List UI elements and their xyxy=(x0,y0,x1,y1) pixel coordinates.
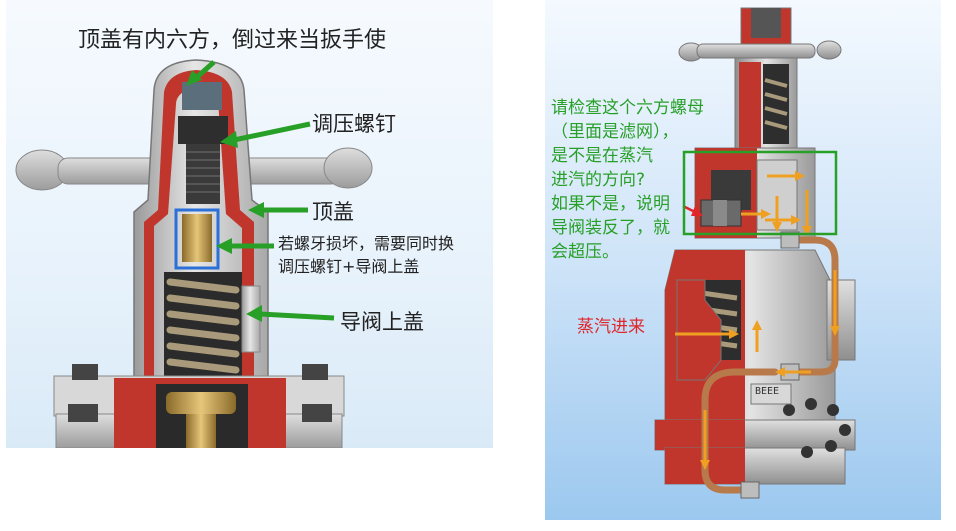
highlight-box-green xyxy=(682,150,838,236)
note-line-3: 是不是在蒸汽 xyxy=(551,146,653,166)
note-line-2: （里面是滤网）， xyxy=(551,122,679,142)
note-line-1: 请检查这个六方螺母 xyxy=(551,98,704,118)
highlight-box-blue xyxy=(174,208,220,270)
nameplate-plate xyxy=(750,383,792,405)
label-pilot-cover: 导阀上盖 xyxy=(340,310,424,334)
adjust-screw-head xyxy=(178,116,228,144)
brass-seat xyxy=(166,392,236,414)
outlet-flange xyxy=(826,279,856,361)
flange-bolts xyxy=(68,364,332,422)
label-thread-note-line1: 若螺牙损坏，需要同时换 xyxy=(278,234,455,253)
cutaway-red-wall xyxy=(144,70,254,380)
inlet-flange xyxy=(676,279,722,381)
label-steam-inlet: 蒸汽进来 xyxy=(577,317,645,337)
inspection-note: 请检查这个六方螺母 （里面是滤网）， 是不是在蒸汽 进汽的方向? 如果不是，说明… xyxy=(551,96,704,264)
valve-full-cutaway xyxy=(654,7,856,499)
brass-thread-nut xyxy=(182,214,212,262)
flow-arrows xyxy=(675,171,840,470)
note-line-4: 进汽的方向? xyxy=(551,170,646,190)
green-arrows xyxy=(186,60,335,322)
label-adjust-screw: 调压螺钉 xyxy=(312,112,396,136)
spring xyxy=(166,278,240,374)
note-line-5: 如果不是，说明 xyxy=(551,194,670,214)
label-thread-note-line2: 调压螺钉+导阀上盖 xyxy=(278,257,420,276)
right-photo-panel: 请检查这个六方螺母 （里面是滤网）， 是不是在蒸汽 进汽的方向? 如果不是，说明… xyxy=(545,0,941,520)
adjust-screw-thread xyxy=(186,144,220,204)
label-top-cover: 顶盖 xyxy=(312,200,354,224)
t-handle-top xyxy=(678,40,842,62)
top-caption: 顶盖有内六方，倒过来当扳手使 xyxy=(78,28,387,53)
nameplate-text: BEEE xyxy=(755,386,780,397)
note-line-7: 会超压。 xyxy=(551,242,619,262)
valve-cutaway-closeup xyxy=(15,59,373,448)
left-photo-panel: 顶盖有内六方，倒过来当扳手使 调压螺钉 顶盖 若螺牙损坏，需要同时换 调压螺钉+… xyxy=(6,0,493,448)
top-hex-socket xyxy=(182,82,222,110)
note-line-6: 导阀装反了，就 xyxy=(551,218,670,238)
